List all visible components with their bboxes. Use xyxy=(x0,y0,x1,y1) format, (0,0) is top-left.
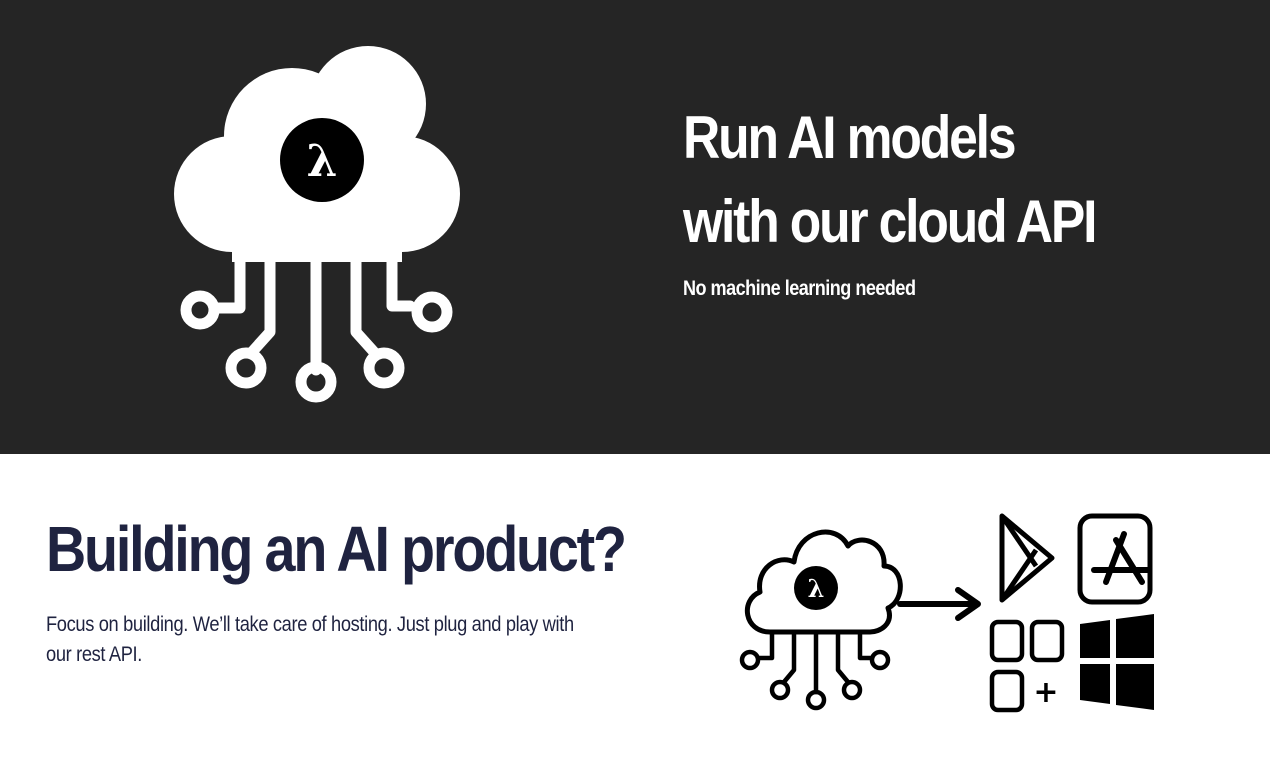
arrow-right-icon xyxy=(897,587,981,621)
hero-section: λ Run AI models with our cloud API No ma… xyxy=(0,0,1270,454)
plus-symbol: + xyxy=(1033,675,1058,710)
lambda-badge xyxy=(280,118,364,202)
lambda-symbol: λ xyxy=(808,574,825,603)
windows-icon xyxy=(1080,614,1154,710)
deployment-illustration: λ xyxy=(739,513,1154,713)
hero-title-line-2: with our cloud API xyxy=(683,188,1097,255)
cloud-lambda-circuit-icon: λ xyxy=(174,46,460,403)
product-section-text: Focus on building. We’ll take care of ho… xyxy=(46,613,574,666)
hero-subtitle: No machine learning needed xyxy=(683,277,916,300)
lambda-symbol: λ xyxy=(307,136,338,187)
app-store-icon xyxy=(1077,513,1153,605)
google-play-icon xyxy=(999,513,1055,603)
product-section: Building an AI product? Focus on buildin… xyxy=(0,454,1270,760)
app-grid-icon xyxy=(989,619,1065,713)
cloud-lambda-circuit-icon: λ xyxy=(739,529,903,711)
product-section-title: Building an AI product? xyxy=(46,513,627,585)
hero-title-line-1: Run AI models xyxy=(683,104,1017,171)
hero-title: Run AI models with our cloud API xyxy=(683,96,1097,264)
